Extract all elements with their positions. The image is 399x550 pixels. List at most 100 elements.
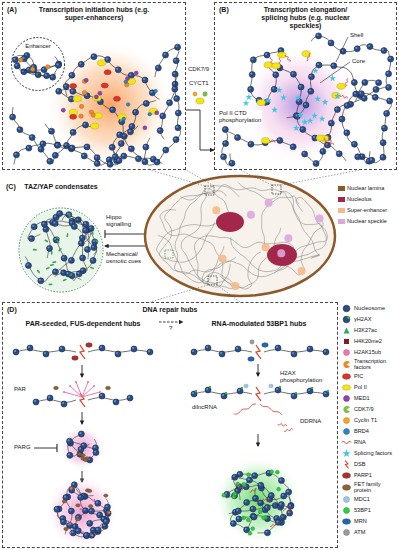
nucleosome-highlight: [363, 81, 365, 83]
nucleosome-highlight: [53, 270, 55, 272]
chromatin-fibre: [12, 107, 95, 163]
legend-glyph: [343, 473, 351, 479]
annotation-label: PARG: [14, 444, 31, 451]
nucleosome-highlight: [104, 520, 106, 522]
nucleosome: [251, 514, 257, 520]
nucleosome: [167, 100, 173, 106]
nucleosome-highlight: [295, 114, 297, 116]
nucleosome-highlight: [297, 100, 299, 102]
nucleosome: [57, 211, 63, 217]
node-title: Enhancer: [18, 43, 58, 50]
nucleosome: [351, 141, 357, 147]
transcription-factor: [45, 65, 49, 69]
nucleosome-highlight: [237, 517, 239, 519]
med1: [84, 78, 88, 82]
53bp1-protein: [242, 516, 246, 520]
nucleosome-highlight: [76, 515, 78, 517]
nucleosome-highlight: [30, 136, 32, 138]
nucleosome-highlight: [129, 130, 131, 132]
nucleosome: [173, 137, 179, 143]
legend-item: Super-enhancer: [338, 206, 398, 216]
rna-strand: [285, 55, 290, 62]
nucleosome: [52, 152, 58, 158]
nucleosome-highlight: [92, 55, 94, 57]
nucleosome-highlight: [370, 158, 372, 160]
fet-protein: [104, 494, 108, 497]
chromatin-fibre: [226, 482, 282, 517]
legend-item: Pol II: [341, 383, 398, 393]
transcription-factor: [79, 104, 83, 108]
nucleosome: [328, 120, 334, 126]
nucleosome: [376, 80, 382, 86]
nucleosome: [61, 255, 67, 261]
nucleosome-highlight: [155, 160, 157, 162]
nucleosome-highlight: [129, 147, 131, 149]
pol-ii: [278, 52, 286, 58]
legend-icon: [341, 326, 352, 335]
nucleosome-highlight: [373, 95, 375, 97]
pic: [104, 70, 111, 75]
nucleosome: [41, 221, 47, 227]
nucleosome-highlight: [95, 156, 97, 158]
legend-item: FET family protein: [341, 482, 398, 494]
par-unit: [75, 381, 77, 383]
legend-text: MDC1: [354, 497, 370, 503]
condensate-circle: (C)TAZ/YAP condensates: [2, 180, 120, 296]
nucleosome: [40, 141, 46, 147]
nucleosome-highlight: [176, 45, 178, 47]
legend-glyph: [344, 339, 349, 344]
brd4: [126, 103, 130, 107]
legend-item: PARP1: [341, 471, 398, 481]
legend-glyph: [344, 396, 350, 402]
brd4: [122, 117, 126, 121]
nucleosome-highlight: [110, 145, 112, 147]
nucleosome: [258, 500, 264, 506]
fet-protein: [88, 505, 92, 508]
nucleosome-highlight: [275, 516, 277, 518]
nucleosome-highlight: [352, 142, 354, 144]
nucleosome-highlight: [269, 494, 271, 496]
nucleosome-highlight: [72, 225, 74, 227]
nucleosome-highlight: [304, 103, 306, 105]
nucleosome-highlight: [34, 400, 36, 402]
annotation-label: Shell: [350, 32, 363, 39]
speckle-spot: [265, 199, 273, 207]
legend-text: γH2AX: [354, 317, 371, 323]
taz-yap-protein: [46, 267, 50, 270]
nucleosome: [290, 71, 296, 77]
nucleosome-highlight: [299, 85, 301, 87]
nucleosome: [95, 527, 101, 533]
legend-item: MDC1: [341, 495, 398, 505]
nucleus-art: [145, 170, 360, 302]
53bp1-protein: [258, 510, 262, 514]
nucleosome-highlight: [107, 158, 109, 160]
nucleosome-highlight: [91, 528, 93, 530]
nucleosome: [83, 532, 89, 538]
taz-yap-protein: [33, 249, 37, 251]
nucleosome: [47, 245, 53, 251]
nucleosome: [47, 158, 53, 164]
nucleosome: [308, 74, 314, 80]
taz-yap-protein: [63, 279, 67, 282]
nucleosome-highlight: [106, 505, 108, 507]
nucleosome-highlight: [86, 247, 88, 249]
brd4: [154, 89, 158, 93]
nucleosome: [288, 503, 294, 509]
nucleosome: [150, 156, 156, 162]
chromatin-fibre: [65, 56, 159, 100]
pol-ii: [257, 100, 265, 106]
nucleosome-highlight: [292, 72, 294, 74]
rna-strand: [234, 404, 256, 414]
dsb-symbol: [80, 345, 85, 359]
nucleosome: [143, 100, 149, 106]
panel-c-art: [20, 209, 146, 291]
pol-ii: [73, 96, 81, 102]
legend-glyph: [343, 485, 351, 491]
nucleosome-highlight: [61, 517, 63, 519]
nucleosome-highlight: [77, 272, 79, 274]
nucleosome-highlight: [53, 222, 55, 224]
transcription-factor: [82, 90, 86, 94]
nucleosome: [175, 125, 181, 131]
nucleosome: [71, 224, 77, 230]
